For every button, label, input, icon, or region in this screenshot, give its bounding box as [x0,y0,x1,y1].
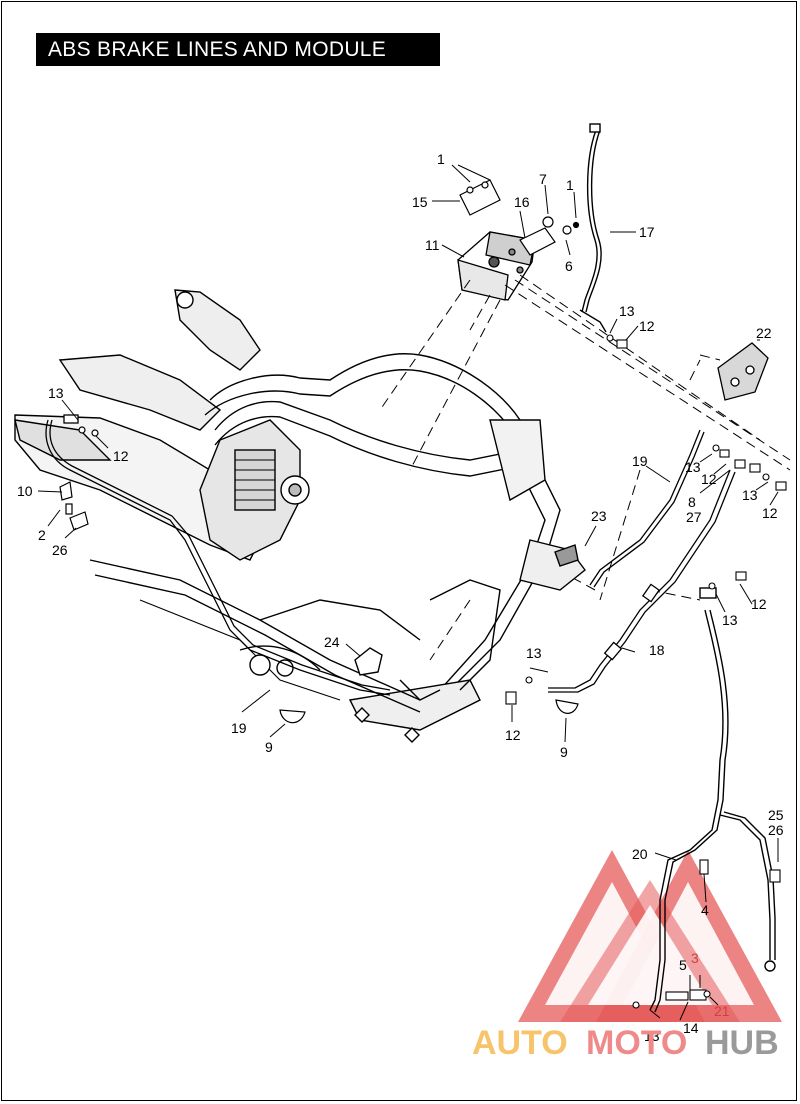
abs-module [457,231,536,301]
callout-9: 9 [560,744,568,760]
motorcycle-frame [14,289,586,743]
callout-22: 22 [756,325,772,341]
callout-12: 12 [751,596,767,612]
callout-9: 9 [265,739,273,755]
callout-13: 13 [722,612,738,628]
callout-24: 24 [324,634,340,650]
clip-hardware-left [59,426,99,531]
mounting-bracket [459,179,501,216]
callout-7: 7 [539,171,547,187]
bracket-22 [717,342,769,401]
callout-labels: 1 1 2 3 4 5 6 7 8 9 9 10 11 12 12 12 12 … [17,151,784,1044]
watermark-auto: AUTO [472,1024,568,1062]
brake-hose-20 [649,587,776,1013]
callout-12: 12 [701,471,717,487]
diagram-title: ABS BRAKE LINES AND MODULE [36,33,440,66]
callout-6: 6 [565,258,573,274]
callout-19: 19 [231,720,247,736]
callout-19: 19 [632,453,648,469]
callout-16: 16 [514,194,530,210]
callout-13: 13 [685,459,701,475]
callout-12: 12 [639,318,655,334]
callout-1: 1 [437,151,445,167]
callout-8: 8 [688,494,696,510]
callout-12: 12 [505,727,521,743]
callout-12: 12 [762,505,778,521]
callout-13: 13 [526,645,542,661]
watermark-moto: MOTO [586,1024,687,1062]
callout-23: 23 [591,508,607,524]
callout-13: 13 [48,385,64,401]
hardware-fasteners [505,334,787,1009]
callout-21: 21 [714,1003,730,1019]
callout-26: 26 [52,542,68,558]
callout-13: 13 [742,487,758,503]
callout-27: 27 [686,509,702,525]
callout-1: 1 [566,177,574,193]
callout-13: 13 [644,1028,660,1044]
callout-11: 11 [425,237,440,253]
callout-leader-lines [37,164,779,1021]
callout-10: 10 [17,483,33,499]
brake-hose-17 [579,123,607,333]
callout-14: 14 [683,1020,699,1036]
callout-4: 4 [701,902,709,918]
clamp-9 [279,699,579,724]
callout-5: 5 [679,957,687,973]
watermark-hub: HUB [705,1024,779,1062]
assembly-leader-lines [379,274,791,661]
callout-20: 20 [632,846,648,862]
bracket-16 [519,216,580,256]
callout-13: 13 [619,303,635,319]
callout-3: 3 [691,950,699,966]
callout-18: 18 [649,642,665,658]
callout-15: 15 [412,194,428,210]
brake-line-19-rear [45,414,391,696]
brake-line-18 [548,469,736,693]
callout-25: 25 [768,807,784,823]
brake-line-19-front [589,429,705,588]
callout-26: 26 [768,822,784,838]
watermark-text: AUTO MOTO HUB [472,1024,779,1062]
callout-17: 17 [639,224,655,240]
callout-2: 2 [38,527,46,543]
callout-12: 12 [113,448,129,464]
watermark-logo [518,850,782,1022]
